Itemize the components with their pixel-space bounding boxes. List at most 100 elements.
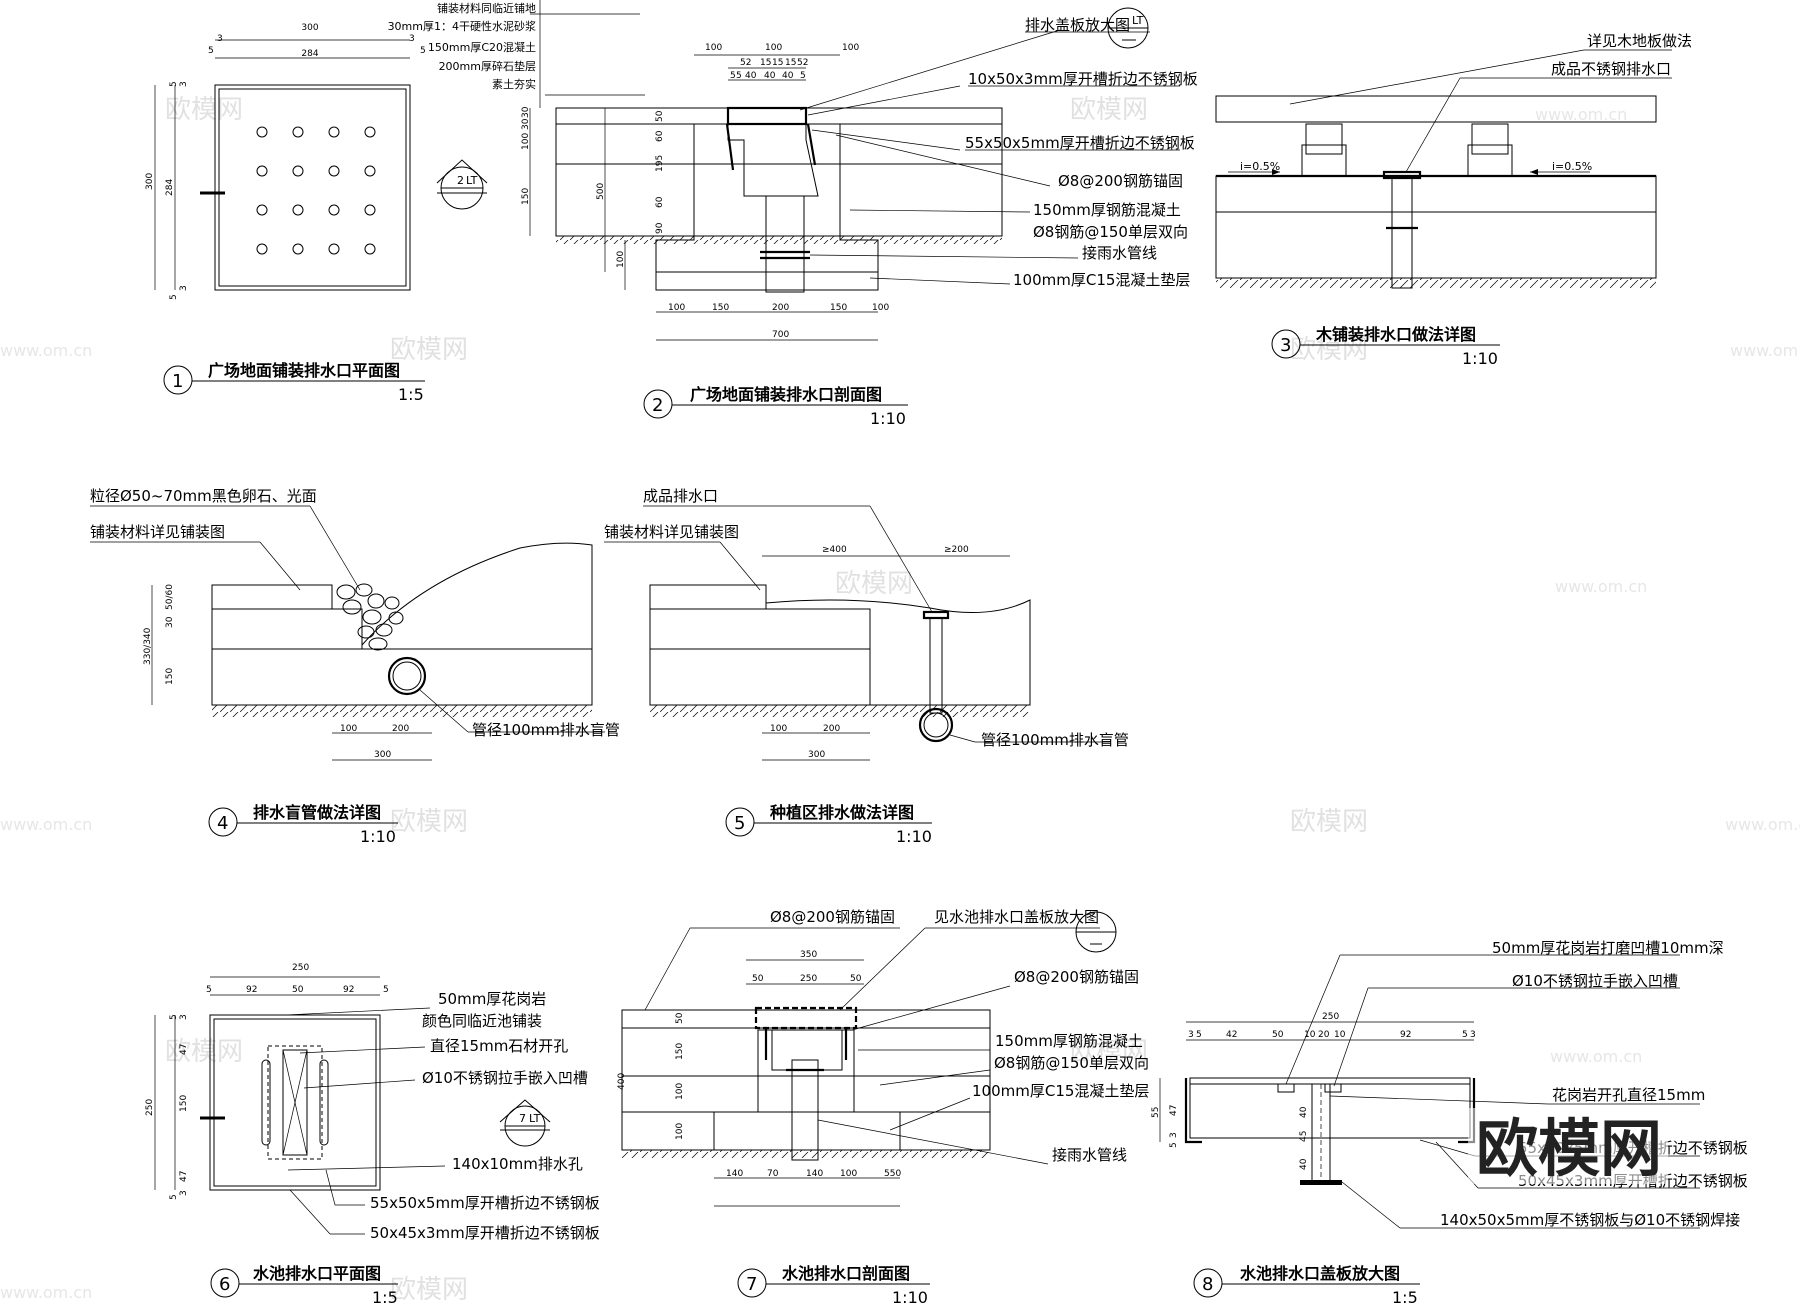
dim: 3 bbox=[179, 81, 189, 87]
drawing-title: 广场地面铺装排水口平面图 bbox=[208, 361, 400, 380]
detail-label: 140x10mm排水孔 bbox=[452, 1155, 583, 1173]
dim: 200 bbox=[823, 724, 840, 734]
detail-label: 100mm厚C15混凝土垫层 bbox=[1013, 271, 1190, 289]
drawing-3-wood-drain: 详见木地板做法 成品不锈钢排水口 i=0.5% i=0.5% 3 木铺装排水口做… bbox=[1215, 32, 1692, 368]
drawing-scale: 1:10 bbox=[896, 827, 932, 846]
dim: 150 bbox=[712, 303, 729, 313]
drawing-scale: 1:5 bbox=[1392, 1288, 1418, 1305]
dim: 50 bbox=[675, 1012, 685, 1024]
detail-label: 成品排水口 bbox=[643, 487, 718, 505]
dim: 40 bbox=[1299, 1158, 1309, 1170]
dim: 100 bbox=[675, 1123, 685, 1140]
dim: 500 bbox=[596, 183, 606, 200]
detail-label: 管径100mm排水盲管 bbox=[472, 721, 620, 739]
drain-hole bbox=[292, 165, 304, 177]
detail-label: Ø8钢筋@150单层双向 bbox=[994, 1054, 1149, 1072]
detail-label: 直径15mm石材开孔 bbox=[430, 1037, 568, 1055]
dim: 50 bbox=[752, 974, 764, 984]
layer-label: 铺装材料同临近铺地 bbox=[437, 1, 536, 15]
detail-label: 粒径Ø50~70mm黑色卵石、光面 bbox=[90, 487, 317, 505]
detail-label: 铺装材料详见铺装图 bbox=[604, 523, 739, 541]
concrete-box bbox=[713, 1029, 901, 1151]
section-mark-2: 2 LT bbox=[436, 159, 488, 210]
dim: 90 bbox=[655, 222, 665, 234]
drain-hole bbox=[364, 204, 376, 216]
drawing-6-pool-plan: 50mm厚花岗岩 颜色同临近池铺装 直径15mm石材开孔 Ø10不锈钢拉手嵌入凹… bbox=[145, 963, 600, 1305]
drawing-title: 水池排水口剖面图 bbox=[782, 1264, 910, 1283]
wood-deck bbox=[1215, 95, 1657, 123]
dim: 55 bbox=[1151, 1107, 1161, 1118]
detail-label: 150mm厚钢筋混凝土 bbox=[995, 1032, 1143, 1050]
drawing-title: 木铺装排水口做法详图 bbox=[1315, 325, 1476, 344]
dim: 195 bbox=[655, 155, 665, 172]
title-number: 7 bbox=[746, 1274, 757, 1295]
detail-label: 铺装材料详见铺装图 bbox=[90, 523, 225, 541]
site-logo-text: 欧模网 bbox=[1476, 1112, 1662, 1185]
watermark-url: www.om.cn bbox=[1555, 577, 1647, 596]
detail-mark-sheet: LT bbox=[1132, 14, 1144, 27]
title-number: 3 bbox=[1280, 335, 1291, 356]
dim: 100 bbox=[872, 303, 889, 313]
dim: ≥200 bbox=[944, 545, 969, 555]
dim: 40 bbox=[764, 71, 776, 81]
drain-hole bbox=[256, 165, 268, 177]
dim: 250 bbox=[145, 1099, 155, 1116]
dim: 3 bbox=[217, 34, 223, 44]
pool-drain-cover bbox=[209, 1014, 381, 1191]
watermark-url: www.om.cn bbox=[1730, 341, 1800, 360]
dim: 150 bbox=[165, 668, 175, 685]
dim: ≥400 bbox=[822, 545, 847, 555]
dim: 140 bbox=[726, 1169, 743, 1179]
detail-label: 50mm厚花岗岩 bbox=[438, 990, 546, 1008]
dim: 400 bbox=[617, 1073, 627, 1090]
watermark: 欧模网 bbox=[1290, 807, 1368, 837]
section-mark-7: 7 LT bbox=[499, 1099, 551, 1147]
dim: 150 bbox=[675, 1043, 685, 1060]
pool-drain-cover bbox=[754, 1006, 858, 1030]
watermark: 欧模网 bbox=[835, 569, 913, 599]
dim: 3 bbox=[1470, 1030, 1476, 1040]
dim: 3 bbox=[1188, 1030, 1194, 1040]
dim: 100 bbox=[842, 43, 859, 53]
dim: 50 bbox=[850, 974, 862, 984]
detail-label: 50mm厚花岗岩打磨凹槽10mm深 bbox=[1492, 939, 1724, 957]
drain-hole bbox=[292, 243, 304, 255]
detail-label: 150mm厚钢筋混凝土 bbox=[1033, 201, 1181, 219]
drawing-title: 种植区排水做法详图 bbox=[769, 803, 914, 822]
drain-hole bbox=[292, 204, 304, 216]
wood-joist bbox=[1301, 123, 1513, 177]
dim: 5 bbox=[169, 294, 179, 300]
section-mark-number: 2 bbox=[457, 174, 464, 187]
drain-hole bbox=[256, 243, 268, 255]
watermark: 欧模网 bbox=[1070, 1037, 1148, 1067]
drawing-title: 水池排水口平面图 bbox=[253, 1264, 381, 1283]
dim: 250 bbox=[1322, 1012, 1339, 1022]
stainless-plate bbox=[1300, 1180, 1342, 1185]
drain-hole bbox=[328, 165, 340, 177]
dim: 700 bbox=[772, 330, 789, 340]
dim: 100 bbox=[765, 43, 782, 53]
dim-inner-height: 284 bbox=[165, 179, 175, 196]
watermark: 欧模网 bbox=[390, 807, 468, 837]
dim: 5 bbox=[730, 71, 736, 81]
dim: 150 bbox=[830, 303, 847, 313]
concrete-box bbox=[655, 123, 879, 273]
detail-mark bbox=[1075, 911, 1117, 953]
title-number: 1 bbox=[172, 371, 183, 392]
drain-hole bbox=[292, 126, 304, 138]
dim: 5 bbox=[800, 71, 806, 81]
drawing-4-blind-pipe: 粒径Ø50~70mm黑色卵石、光面 铺装材料详见铺装图 管径100mm排水盲管 … bbox=[90, 487, 620, 846]
drain-hole bbox=[364, 243, 376, 255]
dim: 140 bbox=[806, 1169, 823, 1179]
dim: 100 bbox=[521, 133, 531, 150]
watermark: 欧模网 bbox=[1070, 95, 1148, 125]
dim: 350 bbox=[800, 950, 817, 960]
dim: 5 bbox=[206, 985, 212, 995]
watermark-url: www.om.cn bbox=[1550, 1047, 1642, 1066]
detail-label: 成品不锈钢排水口 bbox=[1551, 60, 1671, 78]
drawing-5-planting-drain: 成品排水口 铺装材料详见铺装图 管径100mm排水盲管 ≥400 ≥200 10… bbox=[604, 487, 1129, 846]
dim: 200 bbox=[392, 724, 409, 734]
dim-height: 300 bbox=[145, 173, 155, 190]
title-number: 2 bbox=[652, 395, 663, 416]
